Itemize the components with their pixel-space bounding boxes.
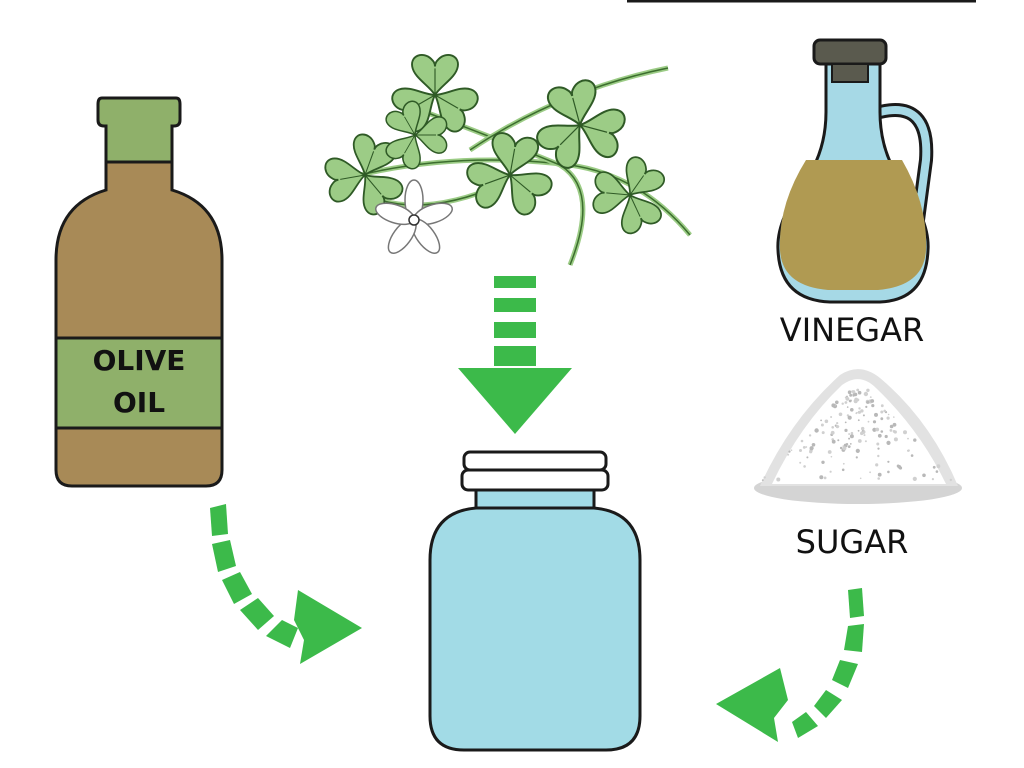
curved-arrow-left-icon	[716, 588, 864, 742]
sugar-pile-icon	[754, 369, 962, 504]
olive-oil-bottle-icon: OLIVE OIL	[54, 96, 224, 488]
vinegar-label: VINEGAR	[780, 311, 924, 349]
down-arrow-icon	[458, 276, 572, 434]
olive-oil-label-band	[54, 336, 224, 430]
vinegar-cruet-icon	[776, 38, 934, 304]
olive-oil-label-line2: OIL	[113, 386, 165, 419]
clover-flower-icon	[375, 179, 453, 254]
olive-oil-label-line1: OLIVE	[93, 344, 186, 377]
clover-sprig-icon	[311, 55, 692, 266]
curved-arrow-right-icon	[210, 504, 362, 664]
glass-jar-icon	[428, 450, 642, 752]
sugar-label: SUGAR	[796, 523, 909, 561]
